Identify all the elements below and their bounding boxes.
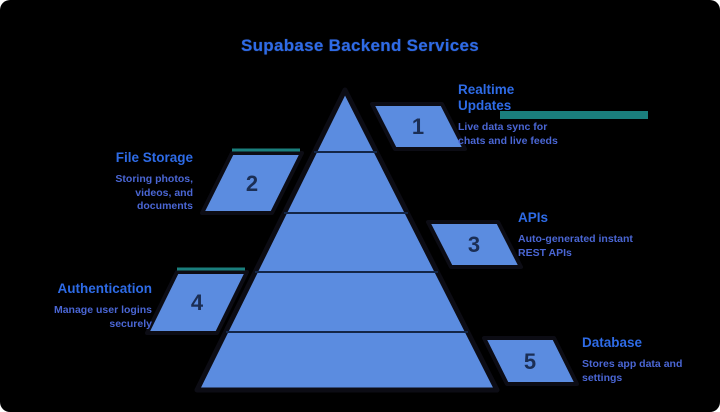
level-2-description: Storing photos, videos, and documents (115, 173, 193, 213)
level-4-badge (145, 270, 249, 335)
level-3-heading: APIs (518, 210, 549, 225)
level-3-label: APIs Auto-generated instant REST APIs (518, 210, 644, 260)
level-5-heading: Database (582, 335, 643, 350)
level-2-number: 2 (246, 171, 258, 196)
level-5-label: Database Stores app data and settings (582, 335, 714, 385)
level-4-heading: Authentication (57, 281, 153, 296)
level-5-description: Stores app data and settings (582, 358, 683, 384)
pyramid (194, 87, 500, 393)
level-1-badge (370, 102, 467, 151)
level-1-description: Live data sync for chats and live feeds (458, 121, 558, 148)
level-1-number: 1 (412, 114, 424, 139)
diagram-title: Supabase Backend Services (240, 36, 480, 55)
level-5-number: 5 (524, 349, 536, 374)
level-2-label: File Storage Storing photos, videos, and… (96, 150, 193, 214)
level-3-description: Auto-generated instant REST APIs (518, 233, 633, 259)
level-4-number: 4 (191, 290, 204, 315)
level-3-badge (426, 220, 523, 269)
realtime-heading-accent (500, 111, 648, 119)
level-2-badge (200, 151, 304, 215)
level-4-label: Authentication Manage user logins secure… (28, 281, 152, 331)
level-3-number: 3 (468, 232, 480, 257)
level-1-heading: Realtime Updates (458, 82, 515, 114)
level-4-description: Manage user logins securely (53, 304, 152, 330)
level-5-badge (482, 336, 579, 386)
level-2-heading: File Storage (115, 150, 193, 165)
level-1-label: Realtime Updates Live data sync for chat… (458, 82, 570, 149)
